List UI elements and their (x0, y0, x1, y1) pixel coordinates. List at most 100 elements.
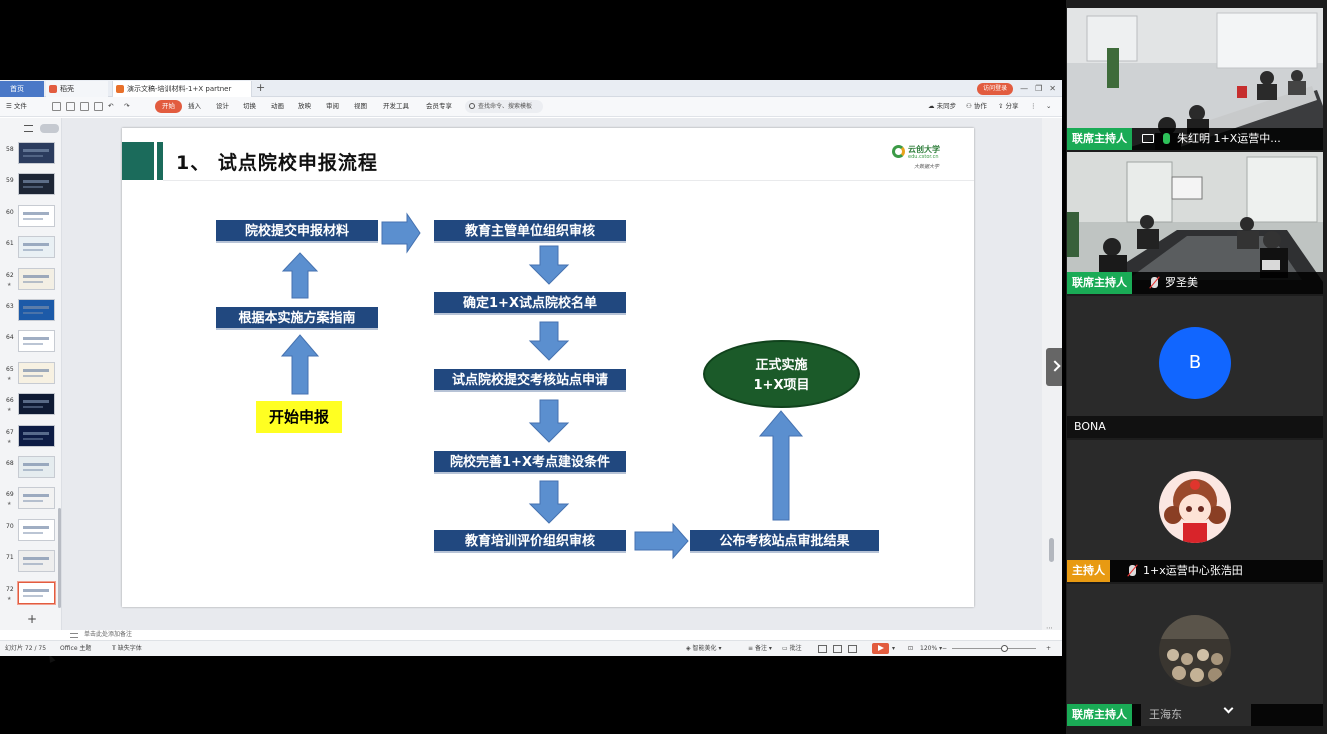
current-slide[interactable]: 1、 试点院校申报流程 云创大学 edu.cstor.cn 大数据大学 (122, 128, 974, 607)
box-site-application: 试点院校提交考核站点申请 (434, 369, 626, 392)
menu-file[interactable]: ☰ 文件 (6, 102, 27, 110)
search-icon (469, 103, 475, 109)
chevron-down-icon (1223, 703, 1234, 714)
slide-thumbnail[interactable] (18, 487, 55, 510)
reading-view-icon[interactable] (848, 645, 857, 653)
tab-home[interactable]: 首页 (0, 81, 44, 97)
print-icon[interactable] (80, 102, 89, 111)
notes-area[interactable]: 单击此处添加备注 (62, 630, 1062, 640)
thumbnail-content (23, 368, 49, 372)
zoom-slider[interactable] (952, 648, 1036, 649)
video-tile-3[interactable]: B BONA (1067, 296, 1323, 438)
menu-insert[interactable]: 插入 (188, 102, 201, 110)
command-search[interactable]: 查找命令、搜索模板 (465, 100, 543, 113)
thumbnail-content (23, 306, 49, 309)
preview-icon[interactable] (94, 102, 103, 111)
slide-thumbnail[interactable] (18, 361, 55, 384)
slide-thumbnail[interactable] (18, 393, 55, 416)
slide-thumbnail[interactable] (18, 550, 55, 573)
outline-view-icon[interactable] (24, 125, 33, 132)
slide-thumbnail[interactable] (18, 267, 55, 290)
thumbnail-number: 71 (6, 554, 14, 562)
slide-thumbnail[interactable] (18, 299, 55, 321)
add-slide-button[interactable]: + (27, 612, 38, 626)
sync-status[interactable]: ☁ 未同步 (928, 102, 957, 110)
missing-font-button[interactable]: 𝐓 缺失字体 (112, 645, 142, 652)
slide-thumbnail[interactable] (18, 173, 55, 196)
normal-view-icon[interactable] (818, 645, 827, 653)
thumbnail-content (23, 494, 49, 498)
undo-icon[interactable]: ↶ (108, 102, 114, 110)
participant-dropdown[interactable]: 王海东 (1141, 698, 1251, 726)
collab-button[interactable]: ⚇ 协作 (966, 102, 987, 110)
menu-review[interactable]: 审阅 (326, 102, 339, 110)
slide-counter: 幻灯片 72 / 75 (5, 645, 47, 652)
thumbnail-content (23, 431, 49, 435)
tab-home-label: 首页 (10, 85, 24, 93)
slide-thumbnail[interactable] (18, 424, 55, 447)
zoom-level[interactable]: 120% ▾ (920, 645, 943, 652)
slide-thumbnail[interactable] (18, 204, 55, 227)
export-icon[interactable] (66, 102, 75, 111)
slide-thumbnail[interactable] (18, 330, 55, 353)
restore-icon[interactable]: ❐ (1035, 84, 1043, 93)
play-slideshow-icon[interactable] (872, 643, 889, 654)
slide-thumbnail[interactable] (18, 456, 55, 478)
menu-transition[interactable]: 切换 (243, 102, 256, 110)
slide-thumbnail[interactable] (18, 142, 55, 164)
thumbnail-toolbar (0, 118, 62, 138)
notes-toggle[interactable]: ≡ 备注 ▾ (748, 645, 772, 652)
thumbnail-content (23, 525, 49, 529)
fit-window-icon[interactable]: ⊡ (908, 645, 914, 652)
sorter-view-icon[interactable] (833, 645, 842, 653)
close-icon[interactable]: ✕ (1049, 84, 1056, 93)
box-authority-review: 教育主管单位组织审核 (434, 220, 626, 243)
avatar-initial: B (1159, 327, 1231, 399)
comments-toggle-label: 批注 (789, 645, 802, 652)
command-search-placeholder: 查找命令、搜索模板 (478, 103, 533, 110)
menu-developer[interactable]: 开发工具 (383, 102, 409, 110)
video-tile-5[interactable]: 联席主持人 王海东 (1067, 584, 1323, 726)
tab-docer[interactable]: 稻壳 (46, 81, 108, 97)
canvas-scroll-knob[interactable] (1049, 538, 1054, 562)
save-icon[interactable] (52, 102, 61, 111)
slide-thumbnail[interactable] (18, 581, 55, 604)
crowd-photo-avatar-icon (1159, 615, 1231, 687)
minimize-icon[interactable]: — (1020, 84, 1029, 93)
new-tab-icon[interactable]: + (256, 81, 266, 94)
thumbnail-content (23, 563, 43, 566)
video-tile-2-bar: 联席主持人 罗圣美 (1067, 272, 1323, 294)
canvas-menu-icon[interactable]: ⋯ (1046, 624, 1053, 632)
more-icon[interactable]: ⋮ (1030, 102, 1037, 110)
thumbnail-number: 69 (6, 491, 14, 499)
share-button[interactable]: ⇪ 分享 (998, 102, 1019, 110)
comments-toggle[interactable]: ▭ 批注 (782, 645, 802, 652)
menu-view[interactable]: 视图 (354, 102, 367, 110)
video-tile-2[interactable]: 联席主持人 罗圣美 (1067, 152, 1323, 294)
thumbnail-number: 61 (6, 240, 14, 248)
menu-slideshow[interactable]: 放映 (298, 102, 311, 110)
beautify-button[interactable]: ◈ 智能美化 ▾ (686, 645, 722, 652)
slide-thumbnail[interactable] (18, 236, 55, 259)
play-options-icon[interactable]: ▾ (892, 645, 896, 652)
thumbnail-scrollbar[interactable] (58, 508, 61, 608)
menu-home[interactable]: 开始 (155, 100, 182, 113)
zoom-slider-knob[interactable] (1001, 645, 1008, 652)
menu-design[interactable]: 设计 (216, 102, 229, 110)
theme-name[interactable]: Office 主题 (60, 645, 92, 652)
tab-presentation[interactable]: 演示文稿-培训材料-1+X partner (112, 81, 252, 97)
thumbnail-toggle[interactable] (40, 124, 59, 133)
collapse-ribbon-icon[interactable]: ⌄ (1046, 102, 1052, 110)
zoom-in-icon[interactable]: + (1046, 645, 1052, 652)
video-tile-4[interactable]: 主持人 1+x运营中心张浩田 (1067, 440, 1323, 582)
slide-thumbnail[interactable] (18, 518, 55, 541)
redo-icon[interactable]: ↷ (124, 102, 130, 110)
expand-panel-handle[interactable] (1046, 348, 1062, 386)
menu-animation[interactable]: 动画 (271, 102, 284, 110)
thumbnail-number: 66 (6, 397, 14, 405)
video-tile-1[interactable]: 联席主持人 朱红明 1+X运营中... (1067, 8, 1323, 150)
zoom-out-icon[interactable]: − (942, 645, 948, 652)
login-button[interactable]: 访问登录 (977, 82, 1014, 95)
menu-vip[interactable]: 会员专享 (426, 102, 452, 110)
